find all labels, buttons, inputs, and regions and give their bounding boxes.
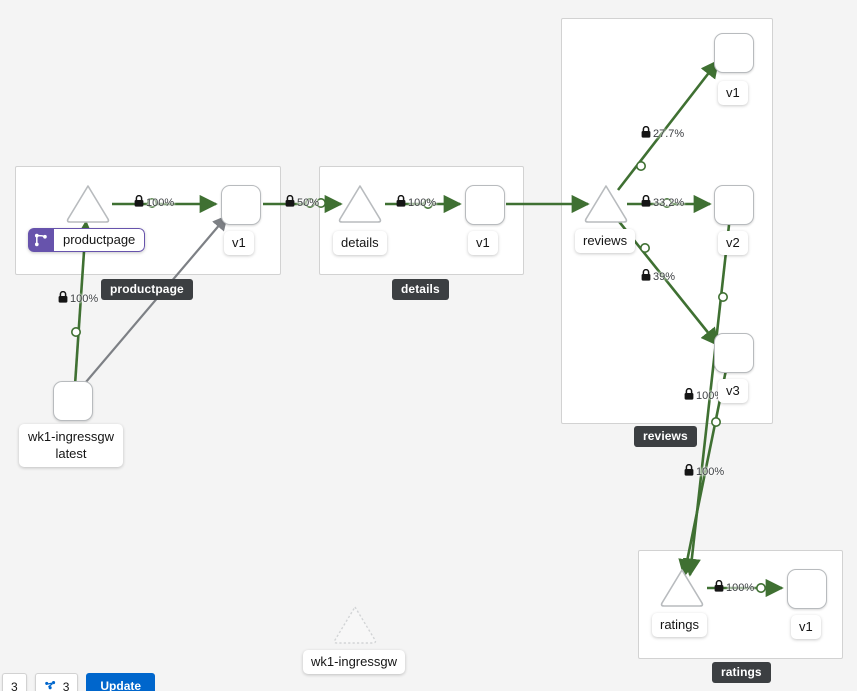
node-reviews-v2-label: v2 — [718, 231, 748, 256]
virtual-service-icon — [28, 228, 54, 252]
edge-midpoint-handles — [71, 161, 766, 593]
node-details-service[interactable] — [337, 183, 383, 224]
node-reviews-v1[interactable] — [714, 33, 754, 73]
edge-label-reviews-v2-to-ratings-service: 100% — [684, 387, 725, 403]
edge-label-text: 33.2% — [653, 196, 685, 209]
node-reviews-v2[interactable] — [714, 185, 754, 225]
node-productpage-v1[interactable] — [221, 185, 261, 225]
edge-label-gw-to-productpage-service: 100% — [58, 290, 99, 306]
node-productpage-service-name: productpage — [54, 228, 146, 252]
mtls-lock-icon — [396, 194, 406, 210]
edge-reviews-v3-to-ratings-service — [678, 369, 728, 578]
node-ratings-service-label: ratings — [652, 613, 708, 638]
mtls-lock-icon — [641, 194, 651, 210]
node-wk1-ingressgw-label: wk1-ingressgw latest — [19, 424, 123, 468]
node-wk1-ingressgw-service-ghost[interactable] — [332, 604, 378, 645]
mtls-lock-icon — [641, 125, 651, 141]
node-productpage-v1-label: v1 — [224, 231, 254, 256]
edge-label-text: 100% — [696, 465, 725, 478]
mtls-lock-icon — [684, 463, 694, 479]
mtls-lock-icon — [684, 387, 694, 403]
edge-label-text: 100% — [70, 292, 99, 305]
edge-label-text: 100% — [146, 196, 175, 209]
node-wk1-ingressgw[interactable] — [53, 381, 93, 421]
edge-label-details-service-to-v1: 100% — [396, 194, 437, 210]
node-wk1-ingressgw-service-ghost-label: wk1-ingressgw — [303, 650, 405, 675]
edge-label-text: 50% — [297, 196, 320, 209]
node-details-service-label: details — [333, 231, 387, 256]
edge-label-reviews-service-to-v1: 27.7% — [641, 125, 685, 141]
mtls-lock-icon — [58, 290, 68, 306]
node-ratings-v1-label: v1 — [791, 615, 821, 640]
edge-reviews-service-to-v1 — [616, 59, 720, 191]
mtls-lock-icon — [714, 579, 724, 595]
node-reviews-v1-label: v1 — [718, 81, 748, 106]
legend-chip[interactable]: 3 — [34, 673, 79, 691]
node-reviews-v3-label: v3 — [718, 379, 748, 404]
edge-label-ratings-service-to-v1: 100% — [714, 579, 755, 595]
edge-label-text: 100% — [696, 389, 725, 402]
edge-label-reviews-v3-to-ratings-service: 100% — [684, 463, 725, 479]
status-chip[interactable]: 3 — [2, 673, 27, 691]
legend-chip-label: 3 — [62, 680, 70, 691]
node-ratings-service[interactable] — [659, 567, 705, 608]
edge-label-text: 100% — [408, 196, 437, 209]
edge-label-reviews-service-to-v2: 33.2% — [641, 194, 685, 210]
node-reviews-service-label: reviews — [575, 229, 636, 254]
edge-label-text: 39% — [653, 270, 676, 283]
cluster-tag-ratings[interactable]: ratings — [712, 662, 771, 683]
edge-label-productpage-v1-to-details-service: 50% — [285, 194, 320, 210]
mtls-lock-icon — [641, 268, 651, 284]
cluster-tag-reviews[interactable]: reviews — [634, 426, 697, 447]
cluster-tag-productpage[interactable]: productpage — [101, 279, 193, 300]
edge-label-text: 27.7% — [653, 127, 685, 140]
bottom-toolbar[interactable]: 3 3 Update — [0, 673, 282, 691]
node-details-v1[interactable] — [465, 185, 505, 225]
edge-label-productpage-service-to-v1: 100% — [134, 194, 175, 210]
node-productpage-service[interactable] — [65, 183, 111, 224]
node-ratings-v1[interactable] — [787, 569, 827, 609]
mtls-lock-icon — [134, 194, 144, 210]
update-button[interactable]: Update — [86, 673, 156, 691]
status-chip-count: 3 — [11, 680, 18, 691]
edge-label-reviews-service-to-v3: 39% — [641, 268, 676, 284]
node-reviews-v3[interactable] — [714, 333, 754, 373]
cluster-tag-details[interactable]: details — [392, 279, 449, 300]
node-wk1-ingressgw-label-line2: latest — [55, 446, 87, 462]
node-wk1-ingressgw-label-line1: wk1-ingressgw — [28, 429, 114, 444]
legend-icon — [44, 680, 58, 691]
node-reviews-service[interactable] — [583, 183, 629, 224]
node-productpage-service-label[interactable]: productpage — [28, 228, 146, 252]
mtls-lock-icon — [285, 194, 295, 210]
node-details-v1-label: v1 — [468, 231, 498, 256]
edge-label-text: 100% — [726, 581, 755, 594]
